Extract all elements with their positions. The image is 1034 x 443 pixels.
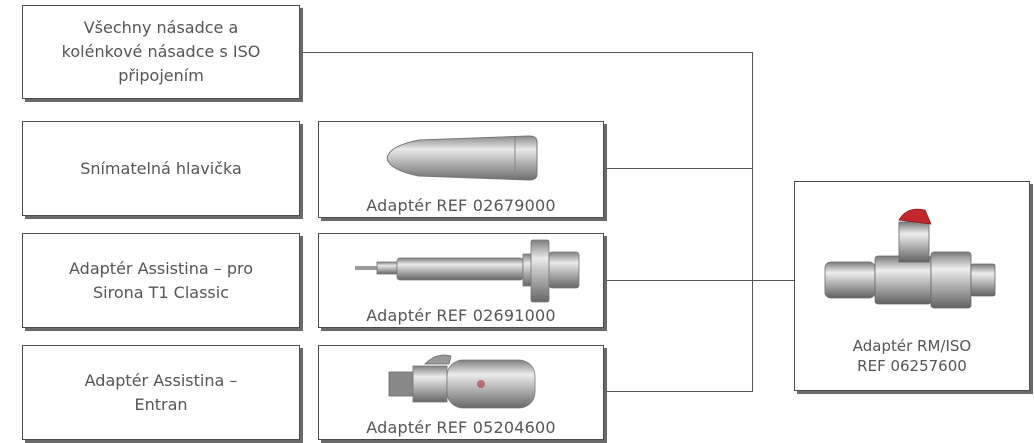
removable-head-adapter-icon xyxy=(386,135,538,181)
entran-adapter-icon xyxy=(388,354,536,409)
connector-vertical-line xyxy=(752,52,753,392)
label-box-iso-handpieces: Všechny násadce a kolénkové násadce s IS… xyxy=(22,5,300,99)
connector-line xyxy=(300,52,752,53)
connector-line xyxy=(604,280,794,281)
label-text: Všechny násadce a kolénkové násadce s IS… xyxy=(61,18,261,85)
adapter-caption: Adaptér REF 02691000 xyxy=(366,306,556,325)
result-box-rm-iso: Adaptér RM/ISO REF 06257600 xyxy=(794,181,1030,391)
adapter-box-02679000: Adaptér REF 02679000 xyxy=(318,121,604,218)
connector-line xyxy=(604,391,752,392)
label-text: Snímatelná hlavička xyxy=(80,158,242,178)
label-box-assistina-sirona: Adaptér Assistina – pro Sirona T1 Classi… xyxy=(22,233,300,328)
adapter-caption: Adaptér REF 05204600 xyxy=(366,418,556,437)
adapter-caption: Adaptér REF 02679000 xyxy=(366,196,556,215)
rm-iso-adapter-icon xyxy=(824,208,996,309)
label-text: Adaptér Assistina – Entran xyxy=(84,370,238,414)
adapter-box-05204600: Adaptér REF 05204600 xyxy=(318,345,604,440)
label-box-assistina-entran: Adaptér Assistina – Entran xyxy=(22,345,300,440)
sirona-t1-adapter-icon xyxy=(355,239,580,303)
connector-line xyxy=(604,168,752,169)
label-box-removable-head: Snímatelná hlavička xyxy=(22,121,300,216)
adapter-box-02691000: Adaptér REF 02691000 xyxy=(318,233,604,328)
label-text: Adaptér Assistina – pro Sirona T1 Classi… xyxy=(69,258,253,302)
result-caption: Adaptér RM/ISO REF 06257600 xyxy=(852,337,972,375)
